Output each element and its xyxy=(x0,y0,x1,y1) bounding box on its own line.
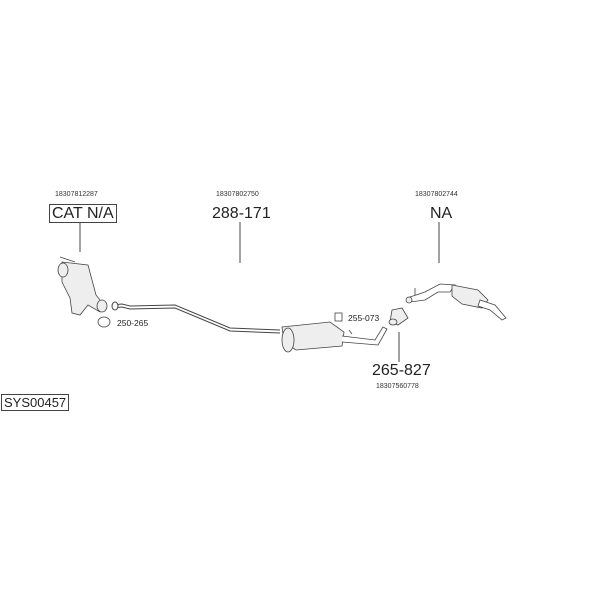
clamp-265-827 xyxy=(388,307,409,326)
front-pipe xyxy=(111,301,281,334)
catalytic-converter xyxy=(57,256,108,316)
accessory-code-250-265[interactable]: 250-265 xyxy=(117,318,149,328)
diagram-id: SYS00457 xyxy=(1,394,70,411)
oem-number-clamp: 18307560778 xyxy=(376,383,419,390)
clamp-250-265 xyxy=(97,316,111,328)
oem-number-front-pipe: 18307802750 xyxy=(216,191,259,198)
hanger-255-073 xyxy=(334,312,343,322)
part-code-clamp[interactable]: 265-827 xyxy=(372,362,431,379)
part-code-cat[interactable]: CAT N/A xyxy=(49,204,117,223)
part-code-front-pipe[interactable]: 288-171 xyxy=(212,205,271,222)
accessory-code-255-073[interactable]: 255-073 xyxy=(348,313,380,323)
part-code-rear[interactable]: NA xyxy=(430,205,453,222)
middle-silencer xyxy=(281,321,388,353)
oem-number-cat: 18307812287 xyxy=(55,191,98,198)
oem-number-rear: 18307802744 xyxy=(415,191,458,198)
rear-silencer xyxy=(405,283,507,321)
